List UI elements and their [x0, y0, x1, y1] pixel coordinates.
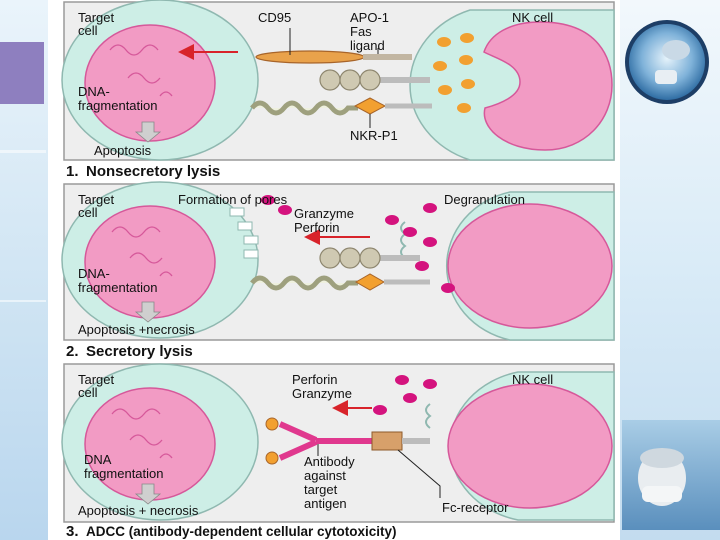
- nk-nucleus: [447, 383, 613, 509]
- label-target: target: [304, 482, 338, 497]
- antigen-bottom: [265, 451, 279, 465]
- label-cd95: CD95: [258, 10, 291, 25]
- label-result: Apoptosis +necrosis: [78, 322, 195, 337]
- cd95-receptor: [255, 50, 365, 64]
- label-dna: DNA-: [78, 266, 110, 281]
- label-nk-cell: NK cell: [512, 10, 553, 25]
- label-fragmentation: fragmentation: [78, 280, 158, 295]
- label-fragmentation: fragmentation: [84, 466, 164, 481]
- label-ligand: ligand: [350, 38, 385, 53]
- antibody: [278, 421, 372, 461]
- degranulation-membrane: [425, 403, 432, 429]
- apo1-beads: [319, 69, 430, 91]
- label-nk-cell: NK cell: [512, 372, 553, 387]
- down-arrow: [134, 301, 162, 323]
- dna-strands: [111, 226, 173, 277]
- nk-nucleus: [483, 21, 613, 151]
- label-fas: Fas: [350, 24, 372, 39]
- pore-channels: [229, 207, 259, 259]
- decorative-block: [0, 42, 44, 104]
- label-perforin: Perforin: [294, 220, 340, 235]
- panel-title-1: Nonsecretory lysis: [86, 163, 220, 180]
- label-apo1: APO-1: [350, 10, 389, 25]
- panel-number-2: 2.: [66, 343, 79, 360]
- researcher-photo-bottom: [622, 420, 720, 530]
- panel-number-1: 1.: [66, 163, 79, 180]
- label-perforin: Perforin: [292, 372, 338, 387]
- label-nkr-p1: NKR-P1: [350, 128, 398, 143]
- background-left: [0, 0, 48, 540]
- decorative-stripe: [0, 150, 46, 153]
- nkr-p1-wavy: [250, 100, 358, 116]
- magenta-granules: [373, 375, 437, 415]
- label-against: against: [304, 468, 346, 483]
- label-granzyme: Granzyme: [294, 206, 354, 221]
- antigen-top: [265, 417, 279, 431]
- label-dna: DNA: [84, 452, 112, 467]
- panel-title-3: ADCC (antibody-dependent cellular cytoto…: [86, 524, 397, 539]
- degranulation-membrane: [400, 221, 407, 259]
- orange-granules: [433, 33, 475, 113]
- label-result: Apoptosis + necrosis: [78, 503, 199, 518]
- label-antibody: Antibody: [304, 454, 355, 469]
- label-dna: DNA-: [78, 84, 110, 99]
- fc-receptor: [371, 431, 403, 451]
- label-degranulation: Degranulation: [444, 192, 525, 207]
- nk-nucleus: [447, 203, 613, 329]
- label-apoptosis: Apoptosis: [94, 143, 152, 158]
- label-pores: Formation of pores: [178, 192, 288, 207]
- magenta-granules: [261, 195, 455, 293]
- panel-title-2: Secretory lysis: [86, 343, 193, 360]
- down-arrow: [134, 121, 162, 143]
- label-fragmentation: fragmentation: [78, 98, 158, 113]
- researcher-photo-top: [625, 20, 709, 104]
- dna-strands: [109, 44, 173, 97]
- label-granzyme: Granzyme: [292, 386, 352, 401]
- label-fc-receptor: Fc-receptor: [442, 500, 509, 515]
- panel-number-3: 3.: [66, 523, 79, 540]
- down-arrow: [134, 483, 162, 505]
- nkr-p1-wavy: [250, 275, 358, 291]
- apo1-beads: [319, 247, 420, 269]
- decorative-stripe: [0, 300, 46, 302]
- label-antigen: antigen: [304, 496, 347, 511]
- dna-strands: [111, 408, 173, 459]
- fc-pointer: [397, 449, 441, 498]
